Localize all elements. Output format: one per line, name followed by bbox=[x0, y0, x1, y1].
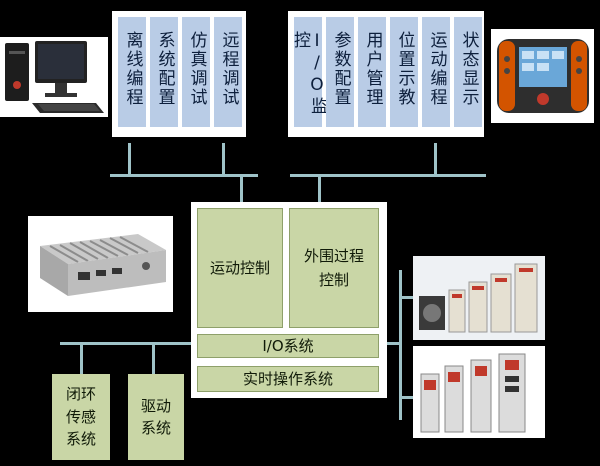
peripheral-process-label: 外围过程 控制 bbox=[304, 244, 364, 292]
closed-loop-sensing-box: 闭环 传感 系统 bbox=[52, 374, 110, 460]
module-parameter-config: 参数配置 bbox=[326, 17, 354, 127]
label-line: 系统 bbox=[65, 430, 96, 449]
module-offline-programming: 离线编程 bbox=[118, 17, 146, 127]
module-label: 离线编程 bbox=[122, 31, 143, 107]
module-label: 用户管理 bbox=[362, 31, 383, 107]
module-simulation-debug: 仿真调试 bbox=[182, 17, 210, 127]
motion-control-label: 运动控制 bbox=[209, 259, 270, 277]
connector-line bbox=[222, 143, 225, 175]
label-line: 传感 bbox=[65, 407, 96, 426]
connector-line bbox=[128, 143, 131, 175]
teach-pendant-icon bbox=[491, 29, 594, 123]
drive-modules-photo bbox=[413, 346, 545, 438]
module-label: 远程调试 bbox=[218, 31, 239, 107]
module-status-display: 状态显示 bbox=[454, 17, 482, 127]
connector-line bbox=[60, 342, 191, 345]
module-remote-debug: 远程调试 bbox=[214, 17, 242, 127]
io-system-bar: I/O系统 bbox=[197, 334, 379, 358]
label-line: 控制 bbox=[318, 271, 349, 289]
label-line: 系统 bbox=[140, 419, 171, 437]
module-position-teach: 位置示教 bbox=[390, 17, 418, 127]
connector-line bbox=[240, 176, 243, 202]
rtos-label: 实时操作系统 bbox=[242, 370, 333, 388]
module-system-config: 系统配置 bbox=[150, 17, 178, 127]
desktop-computer-icon bbox=[0, 37, 108, 117]
connector-line bbox=[80, 344, 83, 374]
industrial-pc-photo bbox=[28, 216, 173, 312]
module-label: 运动编程 bbox=[426, 31, 447, 107]
peripheral-process-box: 外围过程 控制 bbox=[289, 208, 379, 328]
label-line: 外围过程 bbox=[303, 247, 364, 265]
connector-line bbox=[387, 342, 401, 345]
connector-line bbox=[399, 270, 402, 420]
label-line: 闭环 bbox=[65, 385, 96, 404]
closed-loop-sensing-label: 闭环 传感 系统 bbox=[66, 383, 96, 451]
module-user-management: 用户管理 bbox=[358, 17, 386, 127]
module-label: 状态显示 bbox=[458, 31, 479, 107]
connector-line bbox=[318, 176, 321, 202]
industrial-pc-icon bbox=[28, 216, 173, 312]
teach-pendant-photo bbox=[491, 29, 594, 123]
label-line: 驱动 bbox=[140, 396, 171, 415]
motion-control-box: 运动控制 bbox=[197, 208, 283, 328]
module-motion-programming: 运动编程 bbox=[422, 17, 450, 127]
module-io-monitor: I/O监控 bbox=[290, 17, 327, 127]
connector-line bbox=[290, 174, 486, 177]
servo-drive-icon bbox=[413, 256, 545, 340]
module-label: I/O监控 bbox=[290, 31, 327, 116]
module-label: 参数配置 bbox=[330, 31, 351, 107]
connector-line bbox=[399, 396, 413, 399]
servo-drives-photo bbox=[413, 256, 545, 340]
module-label: 系统配置 bbox=[154, 31, 175, 107]
teach-pendant-panel: I/O监控 参数配置 用户管理 位置示教 运动编程 状态显示 bbox=[288, 11, 484, 137]
connector-line bbox=[399, 296, 413, 299]
module-label: 仿真调试 bbox=[186, 31, 207, 107]
io-system-label: I/O系统 bbox=[262, 337, 314, 355]
module-label: 位置示教 bbox=[394, 31, 415, 107]
connector-line bbox=[152, 344, 155, 374]
drive-system-box: 驱动 系统 bbox=[128, 374, 184, 460]
offline-tools-panel: 离线编程 系统配置 仿真调试 远程调试 bbox=[112, 11, 246, 137]
drive-system-label: 驱动 系统 bbox=[141, 395, 171, 440]
drive-module-icon bbox=[413, 346, 545, 438]
connector-line bbox=[110, 174, 258, 177]
controller-block: 运动控制 外围过程 控制 I/O系统 实时操作系统 bbox=[191, 202, 387, 398]
workstation-photo bbox=[0, 37, 108, 117]
rtos-bar: 实时操作系统 bbox=[197, 366, 379, 392]
connector-line bbox=[434, 143, 437, 175]
